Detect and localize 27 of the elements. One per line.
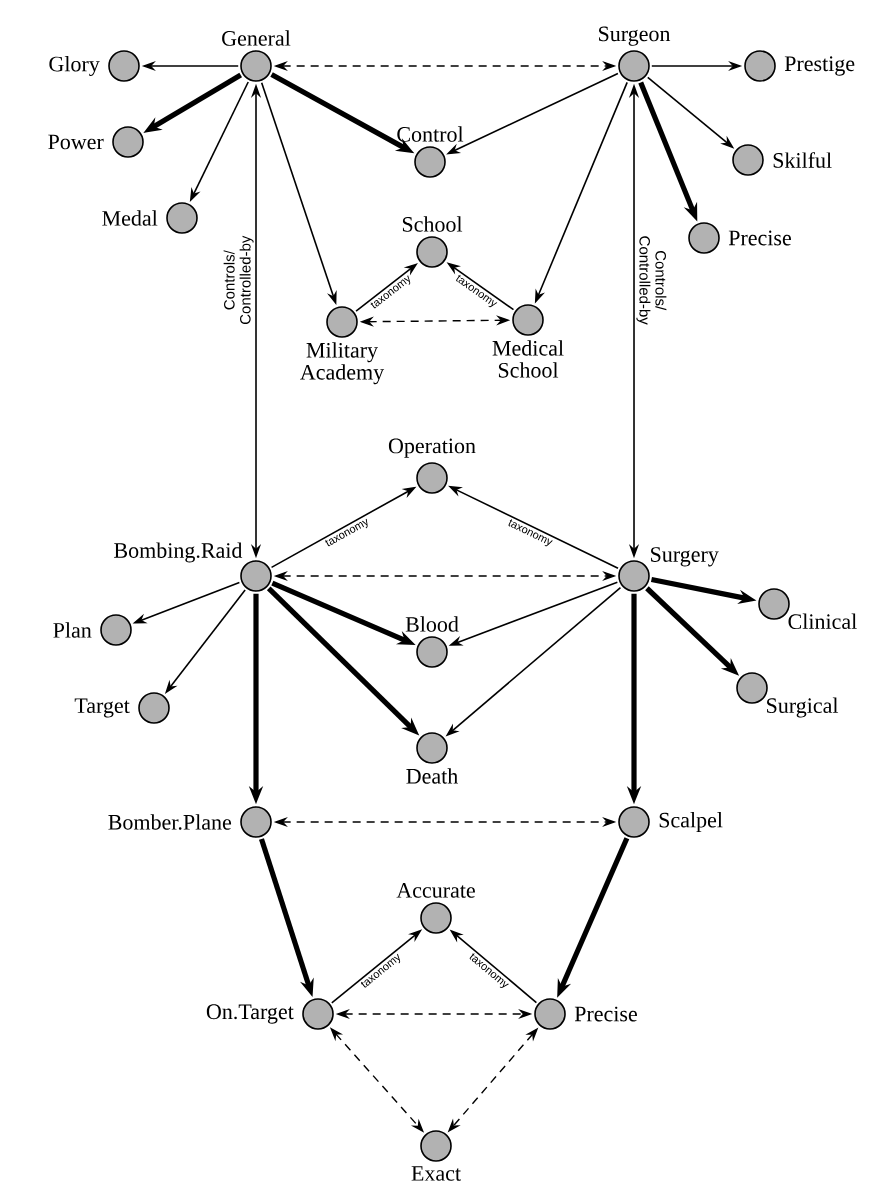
node-label: Control	[397, 126, 464, 142]
node-label: Accurate	[396, 883, 475, 898]
node-label: Blood	[405, 616, 459, 632]
node-label: School	[402, 216, 463, 232]
node-label: Medal	[102, 210, 158, 226]
node-label: Scalpel	[659, 812, 723, 832]
node-label: General	[222, 30, 291, 46]
node-label: Surgery	[651, 547, 719, 567]
node-label: Operation	[388, 438, 476, 458]
node-label: Bombing.Raid	[114, 542, 243, 563]
node-label: Skilful	[773, 152, 832, 168]
node-label: On.Target	[206, 1004, 294, 1024]
node-label: Precise	[574, 1006, 637, 1022]
node-label: Clinical	[788, 613, 857, 630]
node-label: Glory	[49, 56, 100, 76]
node-label: Military Academy	[300, 342, 385, 385]
node-label: Plan	[53, 622, 92, 638]
node-label: Prestige	[784, 56, 855, 76]
node-label: Bomber.Plane	[108, 814, 232, 830]
node-label: Surgeon	[599, 26, 671, 46]
node-label: Surgical	[767, 697, 839, 718]
node-label: Power	[48, 134, 104, 150]
node-label: Precise	[728, 230, 791, 246]
node-label: Medical School	[492, 340, 564, 378]
node-label: Target	[74, 698, 130, 718]
node-label: Exact	[411, 1166, 461, 1181]
node-label: Death	[406, 768, 458, 784]
